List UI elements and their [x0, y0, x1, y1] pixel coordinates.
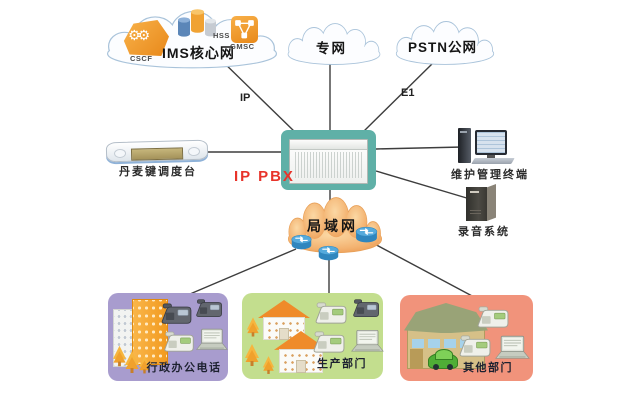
- warehouse-windows: [412, 339, 480, 348]
- desk-phone-icon: [195, 298, 224, 320]
- desk-phone-icon: [312, 330, 347, 356]
- cloud-shape: [395, 21, 495, 65]
- desk-phone-icon: [163, 330, 196, 355]
- dept-other-label: 其他部门: [463, 362, 513, 374]
- private-network-label: 专网: [316, 41, 347, 56]
- ip-link-label: IP: [240, 92, 251, 104]
- pstn-network-label: PSTN公网: [408, 40, 478, 55]
- roof: [258, 300, 310, 318]
- lan-switch-icon: [354, 226, 379, 244]
- ims-core-network-cloud: ⚙⚙ CSCF HSS GMSC IMS核心网: [100, 9, 284, 70]
- pstn-network-cloud: PSTN公网: [392, 21, 498, 66]
- tree-icon: [244, 343, 260, 367]
- door: [278, 328, 290, 340]
- tree-icon: [246, 317, 260, 337]
- monitor-icon: [475, 130, 507, 155]
- server-side: [487, 184, 496, 221]
- dept-production-box: 生产部门: [242, 293, 383, 379]
- lan-switch-icon: [317, 245, 340, 262]
- cloud-shape: [287, 23, 381, 65]
- warehouse-door: [409, 349, 424, 369]
- lan-label: 局域网: [307, 218, 358, 234]
- console-screen: [130, 147, 184, 161]
- dept-other-box: 其他部门: [400, 295, 533, 381]
- pc-tower-icon: [458, 128, 471, 163]
- tree-icon: [262, 355, 275, 375]
- desk-phone-icon: [458, 334, 493, 360]
- lan-switch-icon: [290, 234, 313, 251]
- gears-glyph: ⚙⚙: [128, 27, 150, 43]
- console-body: [105, 139, 209, 163]
- laptop-icon: [350, 327, 384, 355]
- door: [295, 360, 307, 373]
- monitor-stand: [487, 155, 495, 158]
- house-icon: [258, 300, 310, 340]
- cscf-label: CSCF: [130, 54, 153, 63]
- gmsc-icon: [231, 16, 258, 43]
- desk-phone-icon: [160, 302, 194, 327]
- house-icon: [274, 331, 328, 373]
- e1-link-label: E1: [401, 87, 415, 99]
- recording-system-label: 录音系统: [458, 226, 510, 238]
- dispatch-console-icon: [105, 138, 209, 164]
- dept-production-label: 生产部门: [317, 358, 367, 370]
- laptop-icon: [195, 326, 228, 353]
- console-pad: [113, 148, 127, 159]
- dispatch-console-label: 丹麦键调度台: [119, 166, 197, 178]
- hss-label: HSS: [213, 31, 230, 40]
- hss-database-icon: [178, 9, 216, 37]
- desk-phone-icon: [476, 305, 511, 331]
- car-icon: [428, 349, 458, 370]
- dept-admin-office-box: 行政办公电话: [108, 293, 228, 381]
- maintenance-terminal-icon: [458, 127, 516, 167]
- laptop-icon: [494, 333, 530, 362]
- desk-phone-icon: [352, 298, 381, 320]
- private-network-cloud: 专网: [284, 23, 384, 66]
- ip-pbx-label: IP PBX: [234, 168, 295, 185]
- server-front: [466, 187, 487, 221]
- ip-pbx-device: [281, 130, 376, 190]
- ims-cloud-label: IMS核心网: [162, 45, 235, 61]
- pbx-rack-icon: [289, 139, 368, 184]
- office-building-icon: [132, 299, 168, 365]
- gmsc-label: GMSC: [230, 42, 255, 51]
- recording-server-icon: [466, 184, 498, 222]
- dept-admin-label: 行政办公电话: [146, 362, 222, 374]
- desk-phone-icon: [314, 301, 349, 327]
- console-pad: [187, 146, 201, 157]
- maintenance-terminal-label: 维护管理终端: [451, 169, 529, 181]
- lan-cloud: 局域网: [284, 197, 386, 255]
- keyboard-icon: [471, 158, 515, 164]
